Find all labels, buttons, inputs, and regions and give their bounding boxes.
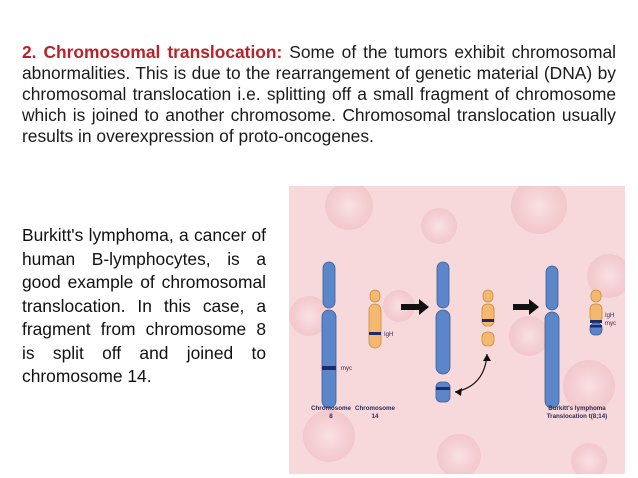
result-chromosome-8 [544, 265, 560, 409]
arrow-right-icon [401, 299, 429, 315]
result-chromosome-14 [589, 289, 603, 336]
myc-band-left [322, 366, 336, 370]
background-cells [289, 186, 625, 474]
myc-label-right: myc [605, 321, 616, 327]
chromosome-14-caption: Chromosome [355, 405, 395, 412]
chromosome-8-caption: Chromosome [311, 405, 351, 412]
result-caption: Burkitt's lymphoma [548, 405, 606, 412]
chromosome-8 [321, 261, 337, 409]
igh-label-left: IgH [384, 332, 393, 338]
myc-label-left: myc [341, 366, 352, 372]
section-heading: 2. Chromosomal translocation: [22, 42, 283, 62]
result-translocation: Translocation t(8;14) [547, 413, 608, 420]
chromosome-8-number: 8 [329, 413, 333, 420]
igh-label-right: IgH [605, 313, 614, 319]
broken-chromosome-14 [481, 289, 495, 347]
section-paragraph: Some of the tumors exhibit chromosomal a… [22, 42, 616, 146]
chromosome-14 [368, 289, 382, 349]
translocation-diagram: myc IgH [289, 186, 625, 474]
broken-chromosome-8 [435, 261, 451, 403]
arrow-right-icon [513, 299, 539, 315]
example-paragraph: Burkitt's lymphoma, a cancer of human B-… [22, 225, 266, 386]
igh-band-left [369, 332, 381, 335]
chromosome-14-number: 14 [372, 413, 379, 420]
translocation-figure: myc IgH [289, 186, 625, 474]
top-paragraph: 2. Chromosomal translocation: Some of th… [22, 42, 616, 147]
